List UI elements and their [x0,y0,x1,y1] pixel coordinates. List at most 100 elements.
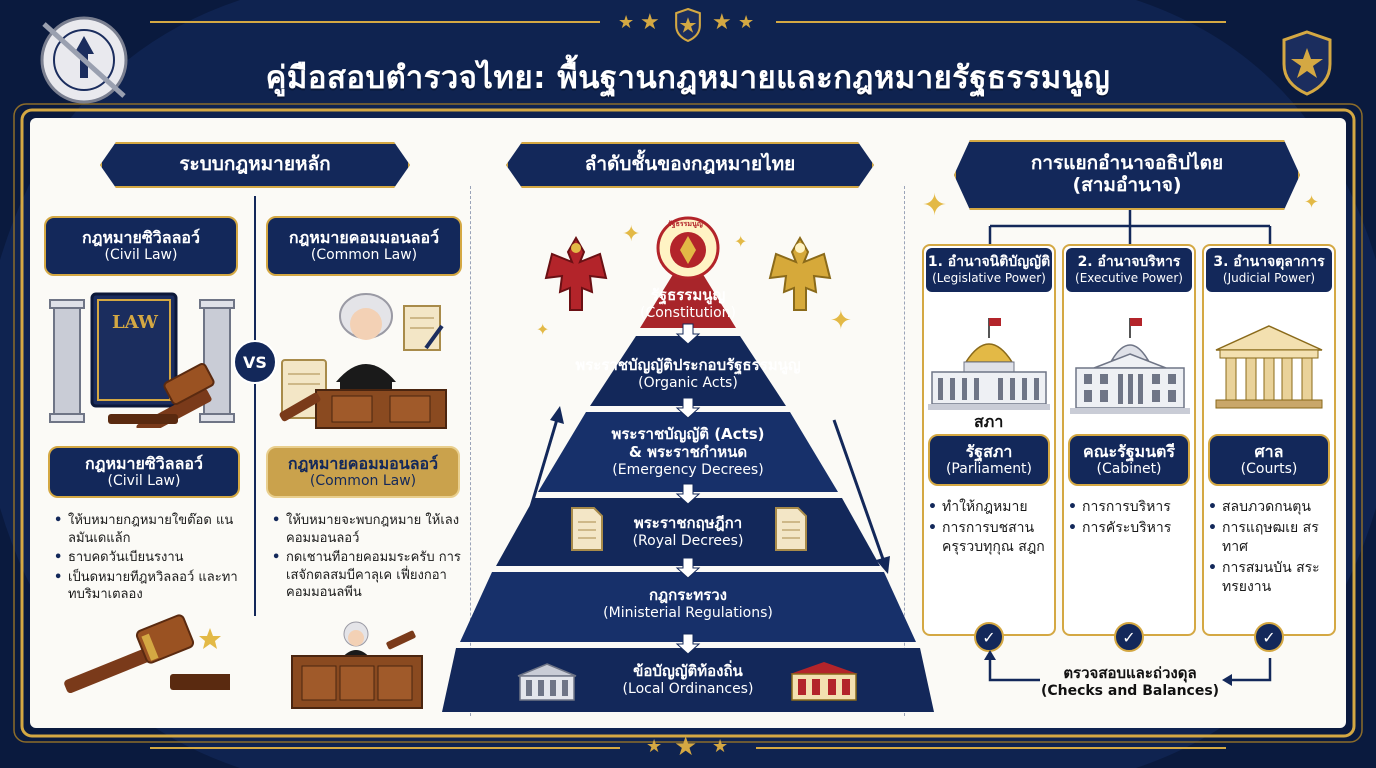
list-item: การสมนบัน สระทรยงาน [1208,559,1332,597]
check-icon: ✓ [1114,622,1144,652]
judicial-bullets: สลบภวดกนตุน การแฤษฒเย สรทาศ การสมนบัน สร… [1208,498,1332,598]
star-icon: ★ [712,736,729,757]
level-th: ข้อบัญญัติท้องถิ่น [633,661,743,680]
hierarchy-level-local: ข้อบัญญัติท้องถิ่น (Local Ordinances) [588,656,788,704]
left-section-header: ระบบกฎหมายหลัก [100,142,410,188]
legislative-bullets: ทำให้กฎหมาย การการบชสาน ครุรวบทุกุณ สฎก [928,498,1052,559]
vs-badge: VS [233,340,277,384]
star-icon: ★ [618,12,635,33]
building-icon [517,663,577,701]
star-icon: ★ [646,736,663,757]
org-en: (Parliament) [945,461,1033,478]
checks-th: ตรวจสอบและถ่วงดุล [1063,664,1197,682]
branch-th: 1. อำนาจนิติบัญญัติ [927,254,1051,271]
judicial-head: 3. อำนาจตุลาการ (Judicial Power) [1206,248,1332,292]
common-law-bullets: ให้บหมายจะพบกฎหมาย ให้เลงคอมมอนลอว์ กดเช… [272,512,468,604]
level-en: (Local Ordinances) [622,680,754,697]
list-item: การแฤษฒเย สรทาศ [1208,519,1332,557]
checks-en: (Checks and Balances) [1040,682,1220,699]
gavel-icon [64,614,230,694]
branch-en: (Legislative Power) [932,271,1046,286]
list-item: การการบชสาน ครุรวบทุกุณ สฎก [928,519,1052,557]
level-th: พระราชบัญญัติประกอบรัฐธรรมนูญ [575,355,801,374]
list-item: ทำให้กฎหมาย [928,498,1052,517]
list-item: สลบภวดกนตุน [1208,498,1332,517]
parliament-pill: รัฐสภา (Parliament) [928,434,1050,486]
level-en: (Ministerial Regulations) [603,604,773,621]
level-th: รัฐธรรมนูญ [650,285,726,304]
building-icon [790,662,858,701]
checks-balances-caption: ตรวจสอบและถ่วงดุล (Checks and Balances) [1030,664,1230,700]
middle-section-header: ลำดับชั้นของกฎหมายไทย [506,142,874,188]
star-icon: ✦ [830,306,852,336]
divider [470,186,471,716]
garuda-icon [768,235,832,311]
hierarchy-level-acts: พระราชบัญญัติ (Acts) & พระราชกำหนด (Emer… [560,420,816,484]
org-th: รัฐสภา [965,442,1013,461]
police-badge-icon [675,8,701,42]
garuda-icon [544,235,608,311]
checks-balances-arrows [984,650,1272,686]
civil-law-th: กฎหมายซิวิลลอว์ [85,454,203,473]
star-icon: ✦ [622,222,641,247]
police-badge-icon [1282,30,1332,96]
list-item: กดเชานทีอายคอมมระครับ การเสจักตลสมบีคาลุ… [272,549,468,602]
civil-law-label-bottom: กฎหมายซิวิลลอว์ (Civil Law) [48,446,240,498]
branch-th: 3. อำนาจตุลาการ [1213,254,1325,271]
divider [904,186,905,716]
parliament-building-icon [928,318,1050,410]
level-en: (Royal Decrees) [632,532,744,549]
divider [254,196,256,616]
star-icon: ✦ [1304,192,1320,213]
common-law-th: กฎหมายคอมมอนลอว์ [287,454,439,473]
court-building-icon [1215,325,1323,409]
civil-law-en: (Civil Law) [107,473,181,490]
right-section-header-sub: (สามอำนาจ) [1072,174,1182,196]
star-icon: ✦ [922,188,948,223]
scroll-icon [775,507,807,551]
list-item: ธาบคดวันเบียนรงาน [54,549,250,567]
list-item: ให้บหมายจะพบกฎหมาย ให้เลงคอมมอนลอว์ [272,512,468,547]
courtroom-illustration [291,621,423,709]
civil-law-bullets: ให้บหมายกฎหมายใขต๊อด แนลมันเดแล้ก ธาบคดว… [54,512,250,606]
level-en: (Constitution) [640,304,736,321]
level-th: พระราชกฤษฎีกา [633,513,743,532]
star-icon: ★ [640,10,660,35]
emblem-seal-icon [656,216,720,280]
level-th-2: & พระราชกำหนด [628,443,748,462]
list-item: การการบริหาร [1068,498,1192,517]
star-icon: ★ [738,12,755,33]
hierarchy-level-constitution: รัฐธรรมนูญ (Constitution) [620,282,756,326]
judge-icon [279,293,447,429]
courts-pill: ศาล (Courts) [1208,434,1330,486]
star-icon: ★ [712,10,732,35]
branch-th: 2. อำนาจบริหาร [1077,254,1181,271]
org-en: (Cabinet) [1096,461,1162,478]
check-icon: ✓ [1254,622,1284,652]
common-law-label-top: กฎหมายคอมมอนลอว์ (Common Law) [266,216,462,276]
common-law-th: กฎหมายคอมมอนลอว์ [288,228,440,247]
parliament-caption: สภา [974,412,1004,431]
executive-bullets: การการบริหาร การคัระบริหาร [1068,498,1192,540]
hierarchy-level-organic-acts: พระราชบัญญัติประกอบรัฐธรรมนูญ (Organic A… [540,350,836,398]
hierarchy-level-royal-decrees: พระราชกฤษฎีกา (Royal Decrees) [580,508,796,556]
cabinet-pill: คณะรัฐมนตรี (Cabinet) [1068,434,1190,486]
title-bar: คู่มือสอบตำรวจไทย: พื้นฐานกฎหมายและกฎหมา… [40,38,1336,116]
common-law-en: (Common Law) [309,473,417,490]
legislative-head: 1. อำนาจนิติบัญญัติ (Legislative Power) [926,248,1052,292]
common-law-label-bottom: กฎหมายคอมมอนลอว์ (Common Law) [266,446,460,498]
emblem-seal-icon [40,16,128,104]
civil-law-en: (Civil Law) [104,247,178,264]
seal-caption: รัฐธรรมนูญ [668,220,703,228]
branch-connector [988,210,1272,244]
hierarchy-level-ministerial: กฎกระทรวง (Ministerial Regulations) [560,580,816,628]
star-icon: ★ [674,732,698,762]
branch-en: (Judicial Power) [1222,271,1316,286]
level-th: พระราชบัญญัติ (Acts) [611,424,765,443]
left-section-header-text: ระบบกฎหมายหลัก [179,153,331,176]
middle-section-header-text: ลำดับชั้นของกฎหมายไทย [584,153,796,176]
civil-law-th: กฎหมายซิวิลลอว์ [82,228,200,247]
executive-head: 2. อำนาจบริหาร (Executive Power) [1066,248,1192,292]
level-en: (Emergency Decrees) [612,462,764,478]
org-en: (Courts) [1240,461,1298,478]
